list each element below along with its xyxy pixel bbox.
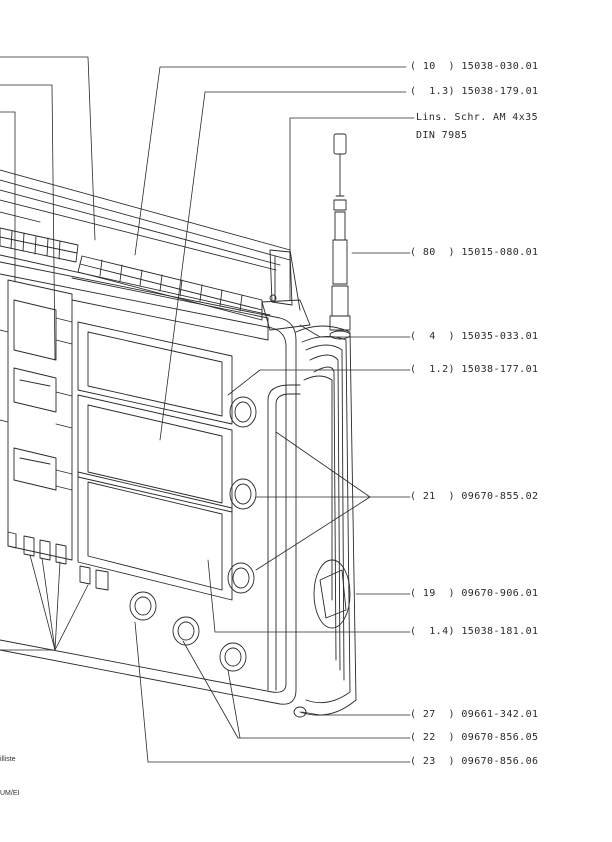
callout-position: ( 27 ) — [410, 709, 455, 720]
leader-lines — [0, 56, 415, 763]
left-meter-panels — [0, 279, 73, 561]
callout-position: ( 1.3) — [410, 86, 455, 97]
callout-part-number: 09670-856.05 — [461, 732, 539, 743]
callout-position: ( 19 ) — [410, 588, 455, 599]
callout-position: ( 4 ) — [410, 331, 455, 342]
callout-position: ( 1.2) — [410, 364, 455, 375]
top-button-strip-right — [77, 255, 263, 321]
callout-1-2: ( 1.2) 15038-177.01 — [410, 364, 538, 375]
callout-din-spec: DIN 7985 — [416, 130, 467, 141]
lower-knobs — [129, 591, 247, 672]
callout-27: ( 27 ) 09661-342.01 — [410, 709, 538, 720]
callout-10: ( 10 ) 15038-030.01 — [410, 61, 538, 72]
scale-window-top — [77, 321, 233, 425]
handle-post — [261, 249, 311, 331]
callout-22: ( 22 ) 09670-856.05 — [410, 732, 538, 743]
callout-position: ( 21 ) — [410, 491, 455, 502]
callout-position: Lins. Schr. AM 4x35 — [416, 112, 538, 123]
callout-part-number: 15038-179.01 — [461, 86, 539, 97]
callout-position: ( 23 ) — [410, 756, 455, 767]
callout-part-number: 09670-906.01 — [461, 588, 539, 599]
side-rotary-selector — [313, 559, 351, 629]
callout-part-number: 15038-030.01 — [461, 61, 539, 72]
callout-part-number: 15038-181.01 — [461, 626, 539, 637]
edge-text-parts-list: illiste — [0, 756, 16, 763]
callout-part-number: 09661-342.01 — [461, 709, 539, 720]
callout-4: ( 4 ) 15035-033.01 — [410, 331, 538, 342]
callout-part-number: 15015-080.01 — [461, 247, 539, 258]
callout-part-number: 15035-033.01 — [461, 331, 539, 342]
tuning-knobs — [227, 396, 257, 594]
scale-window-bottom — [77, 471, 233, 601]
telescopic-antenna — [329, 133, 351, 340]
callout-19: ( 19 ) 09670-906.01 — [410, 588, 538, 599]
callout-screw-spec: Lins. Schr. AM 4x35 — [416, 112, 538, 123]
callout-21: ( 21 ) 09670-855.02 — [410, 491, 538, 502]
callout-position: ( 80 ) — [410, 247, 455, 258]
callout-23: ( 23 ) 09670-856.06 — [410, 756, 538, 767]
callout-position: DIN 7985 — [416, 130, 468, 141]
lower-push-buttons — [7, 531, 109, 591]
callout-position: ( 1.4) — [410, 626, 455, 637]
callout-part-number: 09670-856.06 — [461, 756, 539, 767]
side-panel — [295, 325, 357, 716]
scale-window-mid — [77, 394, 233, 513]
edge-text-code: UM/EI — [0, 790, 20, 797]
callout-80: ( 80 ) 15015-080.01 — [410, 247, 538, 258]
callout-part-number: 09670-855.02 — [461, 491, 539, 502]
top-button-strip-left — [0, 227, 79, 263]
callout-1-4: ( 1.4) 15038-181.01 — [410, 626, 538, 637]
front-panel-frame — [0, 261, 297, 705]
callout-position: ( 10 ) — [410, 61, 455, 72]
case-top-rails — [0, 169, 301, 316]
callout-position: ( 22 ) — [410, 732, 455, 743]
callout-1-3: ( 1.3) 15038-179.01 — [410, 86, 538, 97]
carry-handle — [267, 384, 307, 718]
callout-part-number: 15038-177.01 — [461, 364, 539, 375]
